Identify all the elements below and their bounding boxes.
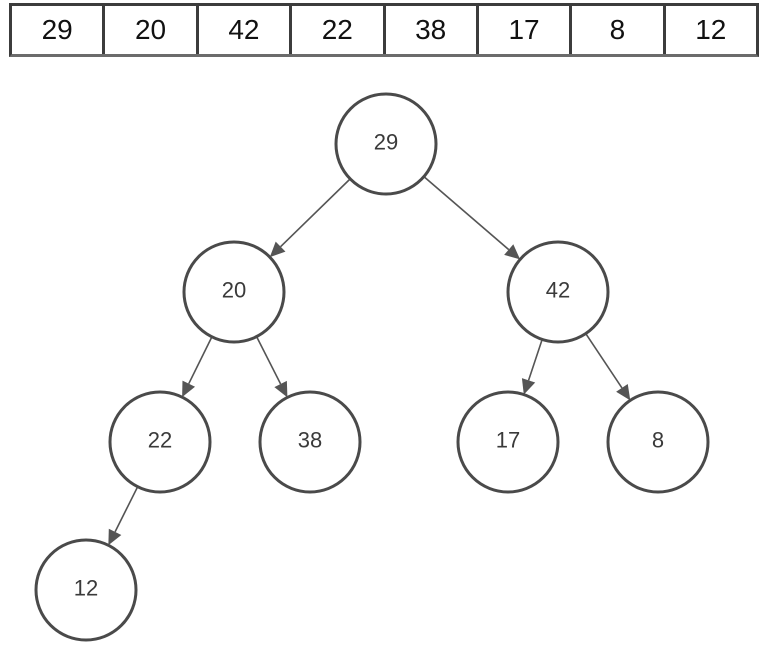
arrow-head-icon bbox=[182, 380, 196, 398]
tree-node: 22 bbox=[108, 390, 212, 494]
node-circle bbox=[506, 240, 610, 344]
array-cell: 8 bbox=[572, 6, 666, 54]
arrow-head-icon bbox=[616, 384, 631, 401]
arrow-head-icon bbox=[274, 380, 288, 398]
tree-node: 20 bbox=[182, 240, 286, 344]
tree-node: 12 bbox=[34, 538, 138, 642]
arrow-head-icon bbox=[504, 244, 521, 260]
arrow-head-icon bbox=[521, 378, 536, 395]
tree-edge-n0-n2 bbox=[423, 176, 510, 251]
node-label: 42 bbox=[546, 278, 570, 303]
tree-node: 17 bbox=[456, 390, 560, 494]
node-circle bbox=[334, 92, 438, 196]
tree-edge-n1-n4 bbox=[255, 336, 282, 385]
array-cell: 22 bbox=[292, 6, 386, 54]
tree-edge-n0-n1 bbox=[280, 178, 351, 248]
node-circle bbox=[34, 538, 138, 642]
node-label: 20 bbox=[222, 278, 246, 303]
node-label: 38 bbox=[298, 428, 322, 453]
node-label: 8 bbox=[652, 428, 664, 453]
node-label: 12 bbox=[74, 576, 98, 601]
node-label: 17 bbox=[496, 428, 520, 453]
arrow-head-icon bbox=[269, 241, 286, 258]
tree-node: 42 bbox=[506, 240, 610, 344]
tree-nodes: 29 20 42 22 38 17 8 12 bbox=[34, 92, 710, 642]
tree-node: 29 bbox=[334, 92, 438, 196]
node-label: 29 bbox=[374, 130, 398, 155]
tree-node: 38 bbox=[258, 390, 362, 494]
node-circle bbox=[606, 390, 710, 494]
node-circle bbox=[258, 390, 362, 494]
array-cell: 29 bbox=[12, 6, 106, 54]
array-cell: 42 bbox=[199, 6, 293, 54]
tree-edge-n2-n6 bbox=[585, 333, 623, 389]
node-circle bbox=[456, 390, 560, 494]
arrow-head-icon bbox=[108, 528, 122, 546]
array-row: 29 20 42 22 38 17 8 12 bbox=[9, 3, 759, 57]
array-cell: 12 bbox=[695, 14, 727, 45]
tree-edge-n1-n3 bbox=[188, 336, 213, 385]
node-circle bbox=[108, 390, 212, 494]
tree-node: 8 bbox=[606, 390, 710, 494]
tree-edges bbox=[108, 176, 631, 546]
tree-edge-n2-n5 bbox=[527, 339, 543, 381]
node-label: 22 bbox=[148, 428, 172, 453]
node-circle bbox=[182, 240, 286, 344]
array-cell: 38 bbox=[386, 6, 479, 54]
array-cell: 17 bbox=[479, 6, 573, 54]
tree-edge-n3-n7 bbox=[114, 486, 139, 533]
array-cell: 20 bbox=[105, 6, 199, 54]
